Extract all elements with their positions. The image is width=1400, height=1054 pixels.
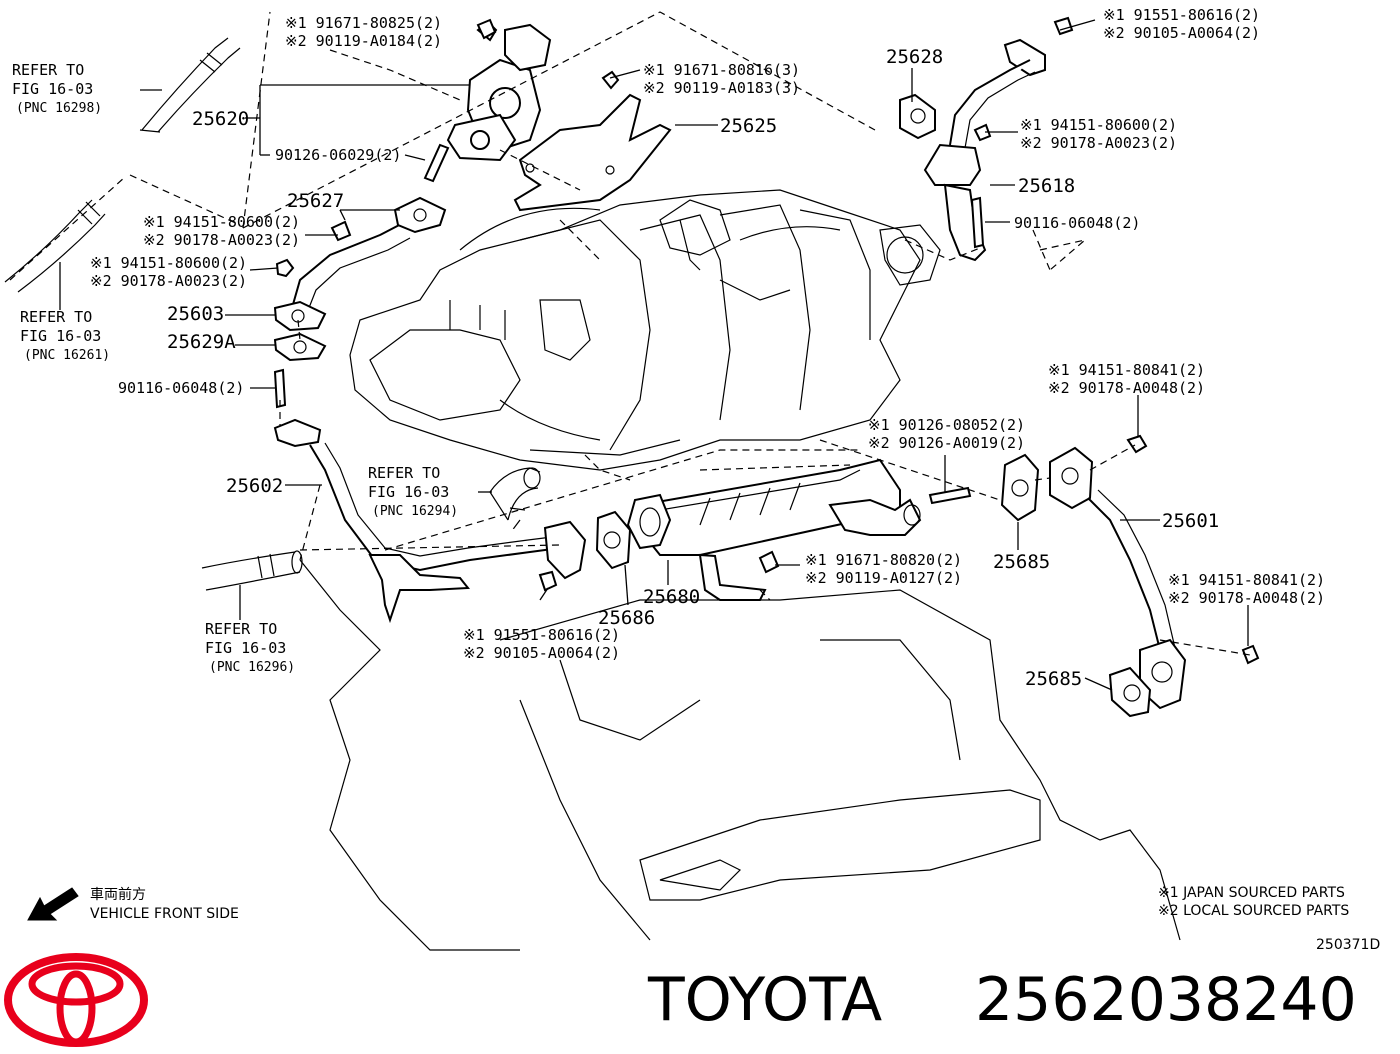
- part-25629a: 25629A: [167, 331, 236, 353]
- gasket-25603: [273, 300, 327, 332]
- stud-90126-06029: [423, 143, 450, 183]
- refer-4-line1: REFER TO: [205, 620, 277, 638]
- callout-labels: ※1 91671-80825(2) ※2 90119-A0184(2) 9012…: [90, 6, 1325, 662]
- refer-1-line2: FIG 16-03: [12, 80, 93, 98]
- part-25601: 25601: [1162, 510, 1219, 532]
- callout-13a: ※1 91551-80616(2): [463, 626, 620, 644]
- pipe-25627: [289, 196, 447, 319]
- refer-4-line3: (PNC 16296): [209, 660, 295, 675]
- diagram-code: 250371D: [1316, 937, 1380, 953]
- refer-3-line1: REFER TO: [368, 464, 440, 482]
- part-25628: 25628: [886, 46, 943, 68]
- legend-japan: ※1 JAPAN SOURCED PARTS: [1158, 885, 1345, 901]
- intake-manifold: [349, 189, 941, 471]
- callout-13b: ※2 90105-A0064(2): [463, 644, 620, 662]
- callout-7b: ※2 90178-A0023(2): [143, 231, 300, 249]
- refer-1-line3: (PNC 16298): [16, 101, 102, 116]
- refer-labels: REFER TO FIG 16-03 (PNC 16298) REFER TO …: [12, 61, 458, 675]
- dashed-reference-lines: [9, 11, 1251, 656]
- part-labels: 25620 25625 25628 25618 25627 25603 2562…: [167, 46, 1219, 690]
- legend: ※1 JAPAN SOURCED PARTS ※2 LOCAL SOURCED …: [1158, 885, 1380, 953]
- pipe-25618: [899, 16, 1074, 262]
- pipe-25601: [1049, 434, 1260, 710]
- stud-90116-06048-left: [273, 368, 287, 409]
- pipe-25602: [273, 418, 587, 624]
- hose-lower-left: [201, 550, 303, 591]
- callout-10a: ※1 94151-80841(2): [1048, 361, 1205, 379]
- callout-5a: ※1 94151-80600(2): [1020, 116, 1177, 134]
- callout-11a: ※1 90126-08052(2): [868, 416, 1025, 434]
- part-25680: 25680: [643, 586, 700, 608]
- refer-3-line2: FIG 16-03: [368, 483, 449, 501]
- part-25620: 25620: [192, 108, 249, 130]
- front-label-en: VEHICLE FRONT SIDE: [90, 906, 239, 922]
- gasket-25685-lower: [1108, 666, 1152, 718]
- part-25685-lower: 25685: [1025, 668, 1082, 690]
- part-25685-upper: 25685: [993, 551, 1050, 573]
- callout-4b: ※2 90105-A0064(2): [1103, 24, 1260, 42]
- footer-part-number: 2562038240: [975, 965, 1357, 1035]
- callout-14b: ※2 90178-A0048(2): [1168, 589, 1325, 607]
- front-label-jp: 車両前方: [90, 886, 146, 903]
- footer-brand: TOYOTA: [647, 965, 882, 1035]
- egr-cooler-25680: [626, 458, 922, 601]
- part-25602: 25602: [226, 475, 283, 497]
- callout-2: 90126-06029(2): [275, 146, 401, 164]
- engine-block-outline: [299, 559, 1181, 951]
- hose-mid-left: [4, 199, 106, 293]
- callout-8a: ※1 94151-80600(2): [90, 254, 247, 272]
- refer-2-line3: (PNC 16261): [24, 348, 110, 363]
- callout-12b: ※2 90119-A0127(2): [805, 569, 962, 587]
- egr-valve-25620: [446, 20, 552, 162]
- gasket-25685-upper: [1000, 453, 1040, 522]
- callout-11b: ※2 90126-A0019(2): [868, 434, 1025, 452]
- callout-6: 90116-06048(2): [1014, 214, 1140, 232]
- callout-7a: ※1 94151-80600(2): [143, 213, 300, 231]
- bracket-25625: [513, 70, 672, 212]
- refer-3-line3: (PNC 16294): [372, 504, 458, 519]
- toyota-logo-icon: [4, 953, 148, 1047]
- refer-1-line1: REFER TO: [12, 61, 84, 79]
- refer-4-line2: FIG 16-03: [205, 639, 286, 657]
- callout-10b: ※2 90178-A0048(2): [1048, 379, 1205, 397]
- nut-left: [275, 258, 295, 278]
- front-arrow-icon: [27, 887, 79, 921]
- part-25618: 25618: [1018, 175, 1075, 197]
- callout-3a: ※1 91671-80816(3): [643, 61, 800, 79]
- part-25625: 25625: [720, 115, 777, 137]
- hose-upper-left: [139, 37, 241, 133]
- vehicle-front-indicator: 車両前方 VEHICLE FRONT SIDE: [27, 886, 239, 922]
- callout-1a: ※1 91671-80825(2): [285, 14, 442, 32]
- callout-14a: ※1 94151-80841(2): [1168, 571, 1325, 589]
- callout-8b: ※2 90178-A0023(2): [90, 272, 247, 290]
- callout-5b: ※2 90178-A0023(2): [1020, 134, 1177, 152]
- callout-12a: ※1 91671-80820(2): [805, 551, 962, 569]
- part-25627: 25627: [287, 190, 344, 212]
- callout-1b: ※2 90119-A0184(2): [285, 32, 442, 50]
- gasket-25686: [595, 510, 632, 570]
- refer-2-line2: FIG 16-03: [20, 327, 101, 345]
- part-25686: 25686: [598, 607, 655, 629]
- refer-2-line1: REFER TO: [20, 308, 92, 326]
- leader-lines: [59, 19, 1249, 691]
- legend-local: ※2 LOCAL SOURCED PARTS: [1158, 903, 1349, 919]
- callout-9: 90116-06048(2): [118, 379, 244, 397]
- part-25603: 25603: [167, 303, 224, 325]
- bolt-25620: [476, 18, 497, 40]
- callout-3b: ※2 90119-A0183(3): [643, 79, 800, 97]
- stud-90126-08052: [928, 486, 972, 505]
- callout-4a: ※1 91551-80616(2): [1103, 6, 1260, 24]
